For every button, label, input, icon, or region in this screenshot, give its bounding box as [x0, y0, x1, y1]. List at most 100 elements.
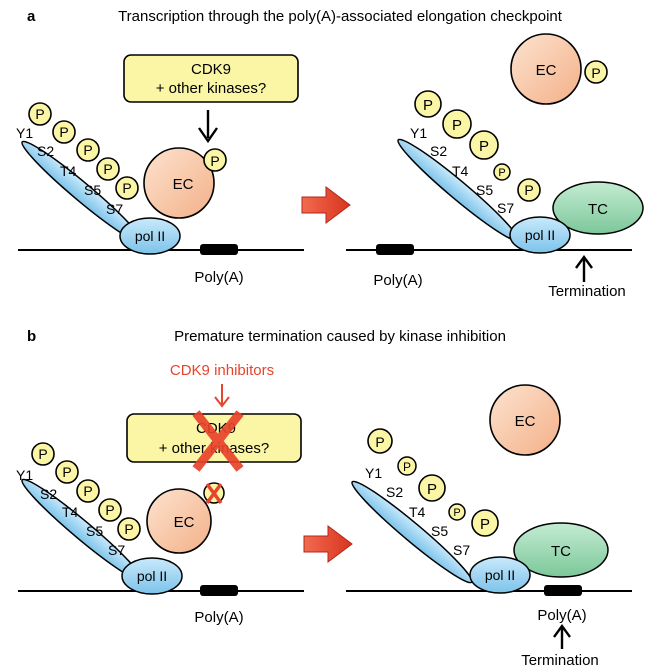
- ctd-tail: [397, 138, 519, 242]
- svg-text:P: P: [105, 502, 114, 518]
- inhibition-x-icon: [192, 410, 244, 472]
- residue-label: Y1: [16, 125, 33, 141]
- panel-a-letter: a: [27, 8, 36, 25]
- pol-ii: [121, 557, 183, 595]
- residue-label: S2: [386, 484, 403, 500]
- pol-ii-label: pol II: [485, 567, 515, 583]
- svg-text:P: P: [480, 516, 490, 533]
- pol-ii-label: pol II: [137, 568, 167, 584]
- residue-label: T4: [62, 504, 79, 520]
- kinase-box-line1: CDK9: [191, 61, 231, 78]
- residue-label: S5: [86, 523, 103, 539]
- svg-text:P: P: [403, 460, 411, 474]
- termination-label: Termination: [521, 652, 599, 669]
- residue-label: S2: [430, 143, 447, 159]
- svg-text:P: P: [122, 180, 131, 196]
- residue-label: S5: [84, 182, 101, 198]
- inhibitor-label: CDK9 inhibitors: [170, 362, 274, 379]
- panel-b-left-state: Poly(A) CDK9 inhibitors CDK9 + other kin…: [16, 362, 304, 626]
- svg-text:P: P: [38, 446, 47, 462]
- ec-phospho: P: [203, 148, 227, 172]
- kinase-arrowhead: [198, 127, 218, 144]
- pol-ii-label: pol II: [135, 228, 165, 244]
- residue-label: S7: [108, 542, 125, 558]
- pol-ii: [509, 216, 571, 254]
- polya-site: [200, 244, 238, 255]
- phospho-group: P P P P P: [31, 442, 141, 541]
- tc-label: TC: [588, 201, 608, 218]
- svg-text:P: P: [479, 138, 489, 155]
- pol-ii: [469, 556, 531, 594]
- svg-text:P: P: [498, 167, 505, 179]
- polya-label: Poly(A): [194, 269, 243, 286]
- phospho-group: P P P P P: [414, 90, 541, 202]
- termination-arrowhead: [575, 254, 593, 269]
- panel-a-title: Transcription through the poly(A)-associ…: [118, 8, 563, 25]
- released-ec: [489, 384, 561, 456]
- residue-label: Y1: [16, 467, 33, 483]
- svg-text:P: P: [427, 481, 437, 498]
- released-phospho: P: [584, 60, 608, 84]
- residue-label: T4: [409, 504, 426, 520]
- polya-label: Poly(A): [194, 609, 243, 626]
- blocked-phospho: [203, 482, 225, 505]
- svg-text:P: P: [423, 97, 433, 114]
- termination-complex: [552, 181, 644, 235]
- residue-label: S2: [40, 486, 57, 502]
- polya-site: [544, 585, 582, 596]
- inhibitor-arrowhead: [214, 396, 230, 408]
- residue-label: Y1: [410, 125, 427, 141]
- polya-site: [376, 244, 414, 255]
- ec-label: EC: [174, 514, 195, 531]
- panel-b-letter: b: [27, 328, 36, 345]
- elongation-complex: [143, 147, 215, 219]
- polya-label: Poly(A): [537, 607, 586, 624]
- svg-text:P: P: [83, 142, 92, 158]
- residue-label: S5: [476, 182, 493, 198]
- svg-text:P: P: [59, 124, 68, 140]
- ec-label: EC: [536, 62, 557, 79]
- residue-label: S7: [497, 200, 514, 216]
- elongation-complex: [146, 488, 212, 554]
- panel-a-left-state: Poly(A) CDK9 + other kinases? EC P pol I…: [16, 54, 304, 286]
- svg-text:P: P: [83, 483, 92, 499]
- polya-label: Poly(A): [373, 272, 422, 289]
- termination-label: Termination: [548, 283, 626, 300]
- kinase-box: [123, 54, 299, 103]
- residue-label: S5: [431, 523, 448, 539]
- pol-ii: [119, 217, 181, 255]
- panel-a: a Transcription through the poly(A)-asso…: [16, 8, 644, 300]
- panel-a-right-state: Poly(A) EC P TC pol II Y1 S2 T4 S5 S7: [346, 33, 644, 300]
- svg-text:P: P: [62, 464, 71, 480]
- phospho-group: P P P P P: [367, 428, 499, 537]
- svg-text:P: P: [35, 106, 44, 122]
- termination-complex: [513, 522, 609, 578]
- released-ec: [510, 33, 582, 105]
- svg-text:P: P: [124, 521, 133, 537]
- svg-text:P: P: [210, 153, 219, 169]
- transition-arrow: [301, 186, 351, 224]
- residue-label: T4: [60, 163, 77, 179]
- svg-text:P: P: [453, 507, 460, 519]
- svg-text:P: P: [375, 434, 384, 450]
- residue-label: S7: [106, 201, 123, 217]
- ctd-tail: [351, 480, 473, 584]
- svg-text:P: P: [524, 182, 533, 198]
- panel-b: b Premature termination caused by kinase…: [16, 328, 632, 669]
- residue-label: S7: [453, 542, 470, 558]
- svg-text:P: P: [591, 65, 600, 81]
- panel-b-title: Premature termination caused by kinase i…: [174, 328, 506, 345]
- ec-label: EC: [173, 176, 194, 193]
- kinase-box-line2: + other kinases?: [156, 80, 267, 97]
- ec-label: EC: [515, 413, 536, 430]
- residue-label: T4: [452, 163, 469, 179]
- pol-ii-label: pol II: [525, 227, 555, 243]
- polya-site: [200, 585, 238, 596]
- transition-arrow: [303, 525, 353, 563]
- phospho-group: P P P P P: [28, 102, 139, 200]
- termination-arrowhead: [553, 623, 571, 638]
- residue-label: Y1: [365, 465, 382, 481]
- residue-label: S2: [37, 143, 54, 159]
- panel-b-right-state: Poly(A) EC TC pol II Y1 S2 T4 S5 S7 P P …: [346, 384, 632, 669]
